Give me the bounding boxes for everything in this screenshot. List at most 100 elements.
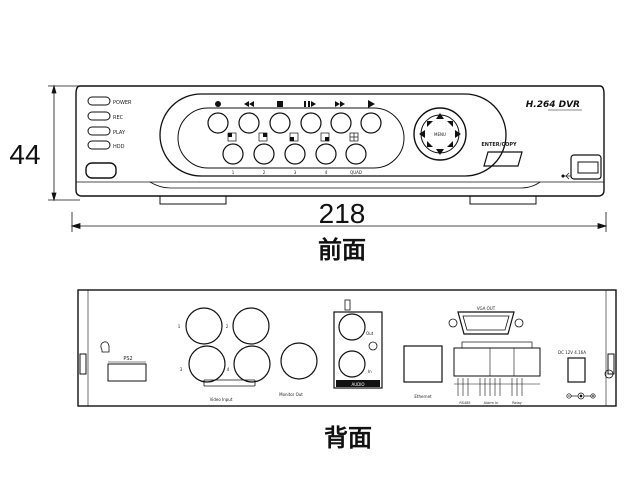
terminal-label-relay: Relay: [512, 401, 522, 405]
ps2-area: PS2: [100, 341, 147, 382]
channel-label-3: 3: [294, 170, 297, 175]
pause-button[interactable]: [300, 112, 322, 134]
fast-forward-button[interactable]: [330, 112, 352, 134]
play-icon: [368, 100, 375, 108]
power-area: DC 12V 4.16A: [558, 350, 614, 400]
channel-3-button[interactable]: [284, 143, 306, 165]
dpad-down-icon[interactable]: [436, 149, 444, 155]
ps2-label: PS2: [123, 356, 132, 362]
dpad-right-icon[interactable]: [455, 130, 461, 138]
video-input-3-bnc[interactable]: [188, 345, 226, 383]
terminal-label-alarm-in: Alarm In: [484, 401, 499, 405]
usb-port[interactable]: [577, 161, 599, 174]
back-caption: 背面: [324, 424, 372, 452]
video-input-group: [185, 307, 271, 387]
back-chassis: [77, 289, 617, 407]
stop-icon: [277, 101, 283, 107]
channel-label-2: 2: [263, 170, 266, 175]
left-foot: [159, 195, 227, 205]
transport-buttons: [207, 112, 382, 134]
dc-power-jack[interactable]: [567, 357, 586, 383]
audio-out-label: Out: [366, 331, 374, 336]
fast-forward-icon: [335, 101, 345, 107]
channel-icons: [227, 132, 359, 142]
ir-window: [85, 162, 117, 179]
dpad-menu-label: MENU: [434, 132, 446, 137]
right-foot: [469, 195, 537, 205]
led-label-power: POWER: [113, 100, 132, 106]
button-panel: 1 2 3 4 QUAD M: [159, 93, 523, 177]
pause-step-icon: [304, 101, 316, 107]
mouse-icon: [100, 341, 110, 353]
enter-copy-label: ENTER/COPY: [481, 142, 517, 148]
quad-button[interactable]: [345, 143, 367, 165]
led-group: POWER REC PLAY HDD: [87, 96, 132, 150]
channel-buttons: [222, 143, 367, 165]
video-input-label-3: 3: [180, 367, 183, 372]
ps2-port[interactable]: [107, 363, 147, 382]
front-caption: 前面: [318, 236, 366, 264]
dpad[interactable]: MENU: [413, 107, 467, 161]
video-input-4-bnc[interactable]: [233, 345, 271, 383]
dpad-upleft-icon[interactable]: [427, 121, 433, 127]
transport-symbols: [215, 100, 375, 108]
back-view: PS2 1 2 3 4 Video Input Monitor Out: [77, 289, 617, 407]
stop-button[interactable]: [269, 112, 291, 134]
dpad-up-icon[interactable]: [436, 113, 444, 119]
ground-screw: [604, 369, 614, 379]
usb-port-area: [561, 154, 602, 180]
terminal-block[interactable]: [453, 341, 541, 396]
height-dimension: [48, 84, 80, 202]
terminal-label-rs485: RS485: [459, 401, 470, 405]
audio-module: Out In AUDIO: [333, 299, 383, 389]
record-icon: [215, 101, 221, 107]
power-rating-label: DC 12V 4.16A: [558, 350, 586, 355]
width-dimension: [70, 212, 608, 232]
video-input-label-1: 1: [178, 324, 181, 329]
power-led: [87, 96, 111, 106]
monitor-out-label: Monitor Out: [279, 392, 303, 397]
quad-label: QUAD: [350, 170, 362, 175]
front-view: 44 218 POWER REC PLAY HDD: [9, 84, 608, 232]
dpad-downleft-icon[interactable]: [427, 141, 433, 147]
vga-screw-left: [448, 318, 458, 328]
brand-label: H.264 DVR: [526, 100, 580, 110]
channel-label-4: 4: [325, 170, 328, 175]
video-input-label: Video Input: [210, 397, 233, 402]
channel-1-button[interactable]: [222, 143, 244, 165]
hdd-led: [87, 140, 111, 150]
right-mount-slot: [607, 353, 615, 375]
width-dimension-label: 218: [319, 198, 366, 229]
play-led: [87, 126, 111, 136]
video-input-label-4: 4: [227, 367, 230, 372]
rec-led: [87, 111, 111, 121]
height-dimension-label: 44: [9, 139, 40, 170]
dpad-ring[interactable]: [413, 107, 467, 161]
audio-in-label: In: [368, 369, 372, 374]
dpad-downright-icon[interactable]: [447, 141, 453, 147]
enter-copy-button[interactable]: [483, 151, 523, 167]
dpad-upright-icon[interactable]: [447, 121, 453, 127]
record-button[interactable]: [207, 112, 229, 134]
dpad-left-icon[interactable]: [419, 130, 425, 138]
play-button[interactable]: [360, 112, 382, 134]
audio-in-rca[interactable]: [338, 350, 366, 378]
audio-screw-top: [344, 299, 351, 311]
video-input-label-2: 2: [226, 324, 229, 329]
channel-label-1: 1: [232, 170, 235, 175]
monitor-out-bnc[interactable]: [280, 342, 318, 380]
video-input-1-bnc[interactable]: [185, 307, 223, 345]
audio-screw: [368, 341, 378, 351]
ethernet-port[interactable]: Ethernet: [403, 345, 443, 399]
rewind-button[interactable]: [238, 112, 260, 134]
video-input-2-bnc[interactable]: [232, 307, 270, 345]
audio-out-rca[interactable]: [338, 313, 366, 341]
ethernet-label: Ethernet: [414, 394, 432, 399]
polarity-icon: [566, 392, 596, 400]
led-label-play: PLAY: [113, 130, 126, 136]
channel-2-button[interactable]: [253, 143, 275, 165]
left-mount-slot: [79, 353, 87, 375]
vga-port[interactable]: VGA OUT: [448, 306, 524, 335]
channel-4-button[interactable]: [315, 143, 337, 165]
